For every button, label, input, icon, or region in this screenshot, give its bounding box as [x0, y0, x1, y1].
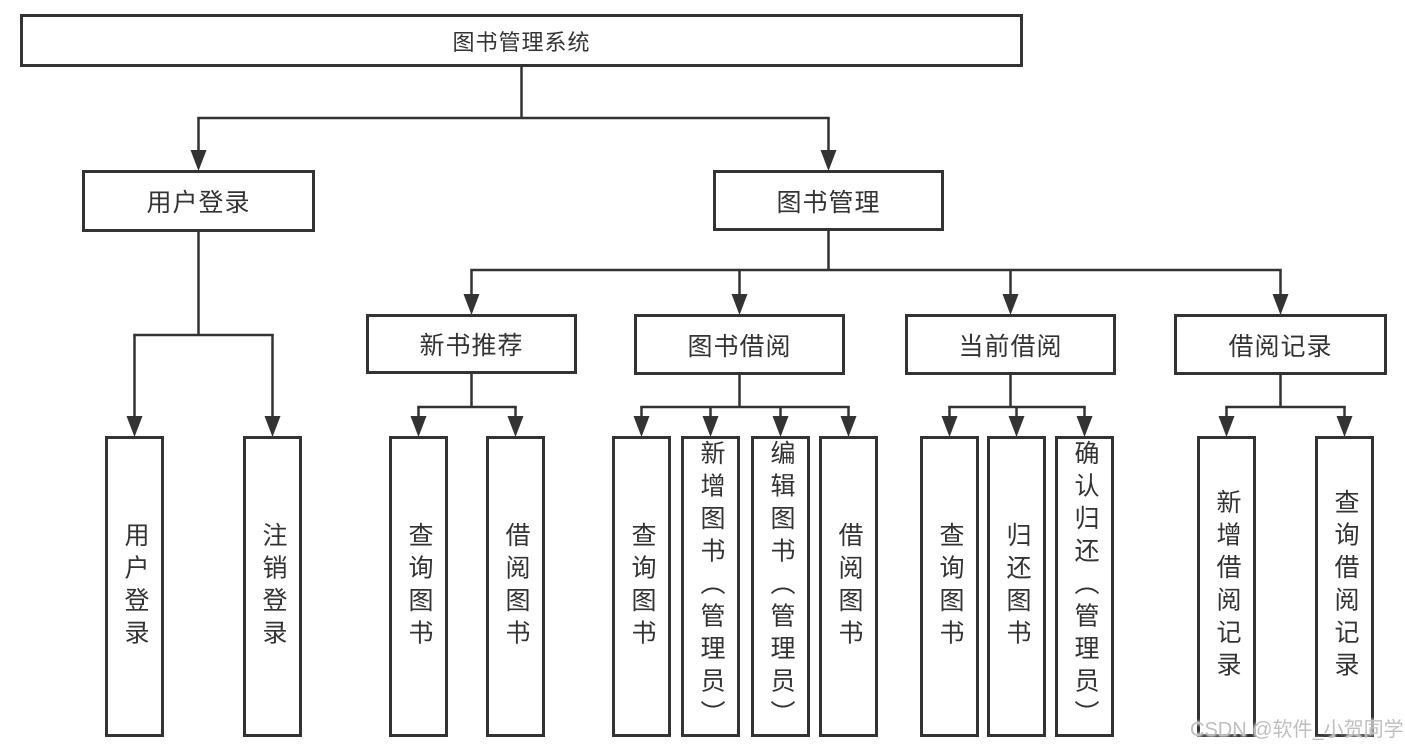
diagram-node-ul-logout: 注销登录: [243, 436, 302, 737]
node-label: 新书推荐: [419, 332, 524, 360]
arrowhead-icon: [1076, 416, 1093, 437]
node-label: 用户登录: [121, 521, 149, 652]
diagram-node-current-borrow: 当前借阅: [905, 314, 1116, 375]
diagram-node-book-borrow: 图书借阅: [634, 314, 845, 375]
node-label: 归还图书: [1003, 521, 1031, 652]
arrowhead-icon: [126, 416, 143, 437]
node-label: 借阅记录: [1228, 332, 1333, 361]
node-label: 新增图书（管理员）: [697, 440, 725, 733]
diagram-node-nbr-query: 查询图书: [389, 436, 448, 737]
arrowhead-icon: [463, 294, 480, 315]
node-label: 图书管理系统: [452, 29, 591, 55]
node-label: 图书借阅: [687, 332, 792, 361]
node-label: 当前借阅: [958, 332, 1063, 361]
node-label: 查询图书: [628, 521, 656, 652]
arrowhead-icon: [702, 416, 719, 437]
diagram-node-book-mgmt: 图书管理: [713, 170, 944, 231]
arrowhead-icon: [410, 416, 427, 437]
arrowhead-icon: [1218, 416, 1235, 437]
node-label: 注销登录: [259, 521, 287, 652]
node-label: 查询图书: [405, 521, 433, 652]
arrowhead-icon: [507, 416, 524, 437]
diagram-node-bb-edit: 编辑图书（管理员）: [751, 436, 810, 737]
node-label: 编辑图书（管理员）: [767, 440, 795, 733]
arrowhead-icon: [820, 150, 837, 171]
diagram-node-bb-add: 新增图书（管理员）: [681, 436, 740, 737]
arrowhead-icon: [1336, 416, 1353, 437]
diagram-node-cb-confirm: 确认归还（管理员）: [1055, 436, 1114, 737]
arrowhead-icon: [633, 416, 650, 437]
node-label: 用户登录: [146, 189, 251, 217]
arrowhead-icon: [1272, 294, 1289, 315]
arrowhead-icon: [1008, 416, 1025, 437]
diagram-node-nbr-borrow: 借阅图书: [486, 436, 545, 737]
diagram-node-ul-login: 用户登录: [105, 436, 164, 737]
node-label: 借阅图书: [835, 521, 863, 652]
arrowhead-icon: [731, 294, 748, 315]
node-label: 确认归还（管理员）: [1071, 440, 1099, 733]
diagram-node-borrow-records: 借阅记录: [1174, 314, 1387, 375]
arrowhead-icon: [772, 416, 789, 437]
diagram-node-br-add: 新增借阅记录: [1197, 436, 1256, 737]
diagram-node-root: 图书管理系统: [20, 14, 1023, 67]
diagram-node-bb-query: 查询图书: [612, 436, 671, 737]
diagram-node-new-book-rec: 新书推荐: [366, 314, 577, 374]
arrowhead-icon: [264, 416, 281, 437]
arrowhead-icon: [1002, 294, 1019, 315]
diagram-node-cb-query: 查询图书: [920, 436, 979, 737]
node-label: 借阅图书: [502, 521, 530, 652]
diagram-node-cb-return: 归还图书: [987, 436, 1046, 737]
arrowhead-icon: [941, 416, 958, 437]
node-label: 新增借阅记录: [1213, 489, 1241, 684]
node-label: 查询图书: [936, 521, 964, 652]
diagram-node-bb-borrow: 借阅图书: [819, 436, 878, 737]
diagram-node-user-login: 用户登录: [82, 170, 315, 232]
node-label: 查询借阅记录: [1331, 489, 1359, 684]
arrowhead-icon: [840, 416, 857, 437]
watermark: CSDN @软件_小贺同学: [1190, 719, 1404, 741]
node-label: 图书管理: [776, 188, 881, 217]
arrowhead-icon: [190, 150, 207, 171]
diagram-node-br-query: 查询借阅记录: [1315, 436, 1374, 737]
